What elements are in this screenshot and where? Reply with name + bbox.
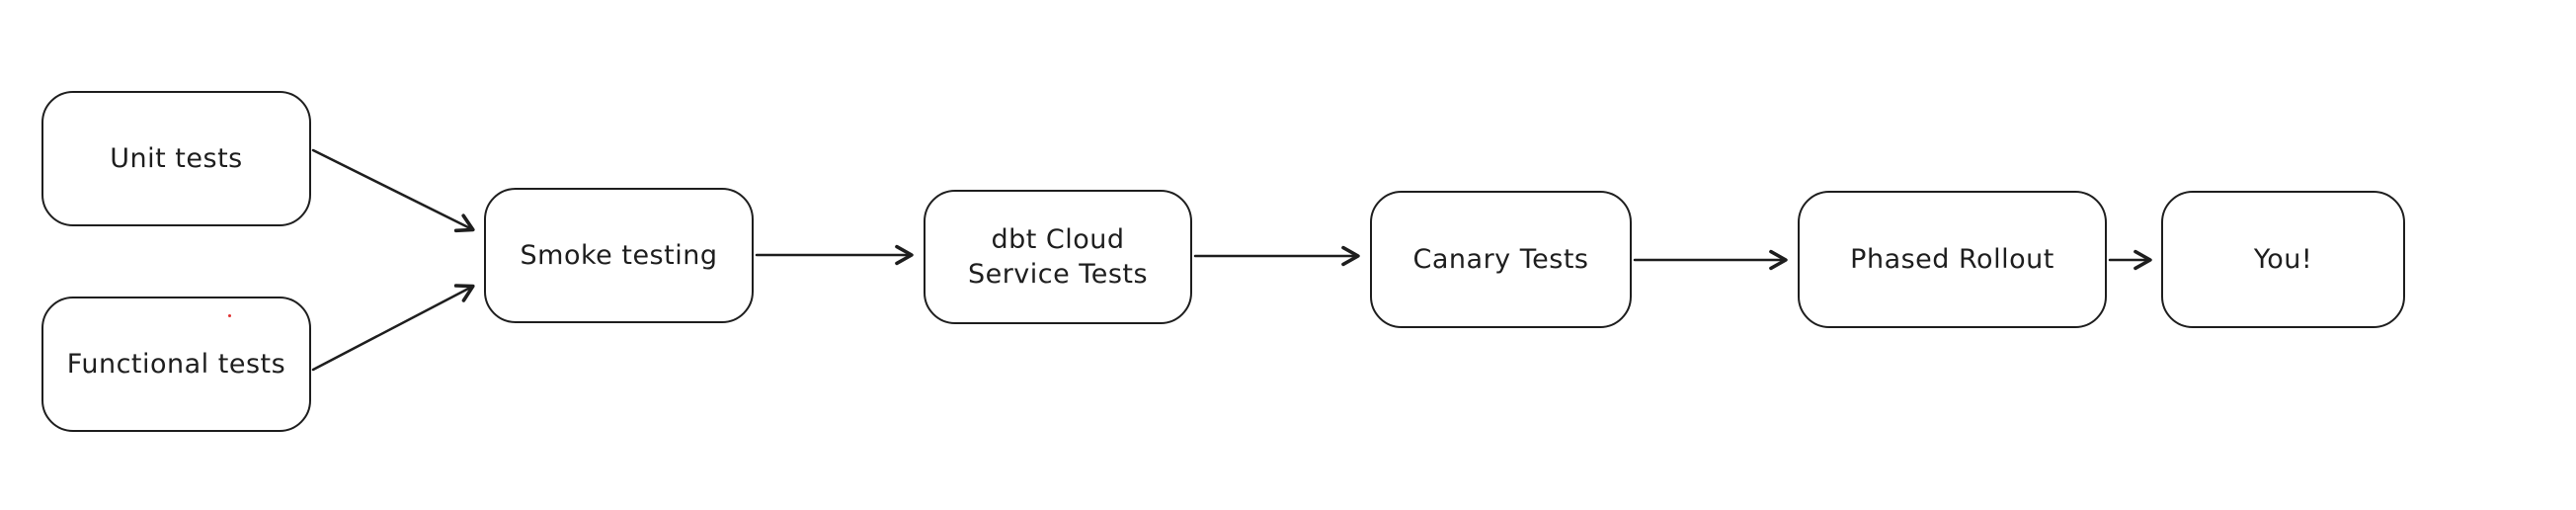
node-unit-tests-label: Unit tests (110, 142, 243, 174)
node-smoke-testing-label: Smoke testing (520, 239, 718, 271)
node-phased-rollout-label: Phased Rollout (1850, 243, 2054, 275)
node-canary-tests[interactable]: Canary Tests (1370, 191, 1632, 328)
node-smoke-testing[interactable]: Smoke testing (484, 188, 754, 323)
arrow-unit-to-smoke[interactable] (311, 148, 475, 233)
node-you-label: You! (2253, 243, 2313, 275)
node-dbt-cloud-service-tests[interactable]: dbt Cloud Service Tests (924, 190, 1192, 324)
node-unit-tests[interactable]: Unit tests (41, 91, 311, 226)
node-functional-tests[interactable]: Functional tests (41, 297, 311, 432)
node-functional-tests-label: Functional tests (66, 348, 286, 380)
node-you[interactable]: You! (2161, 191, 2405, 328)
arrow-functional-to-smoke[interactable] (311, 284, 475, 372)
node-phased-rollout[interactable]: Phased Rollout (1798, 191, 2107, 328)
node-dbt-cloud-service-tests-label: dbt Cloud Service Tests (967, 223, 1149, 290)
stray-red-dot-artifact (228, 314, 231, 317)
node-canary-tests-label: Canary Tests (1412, 243, 1589, 275)
